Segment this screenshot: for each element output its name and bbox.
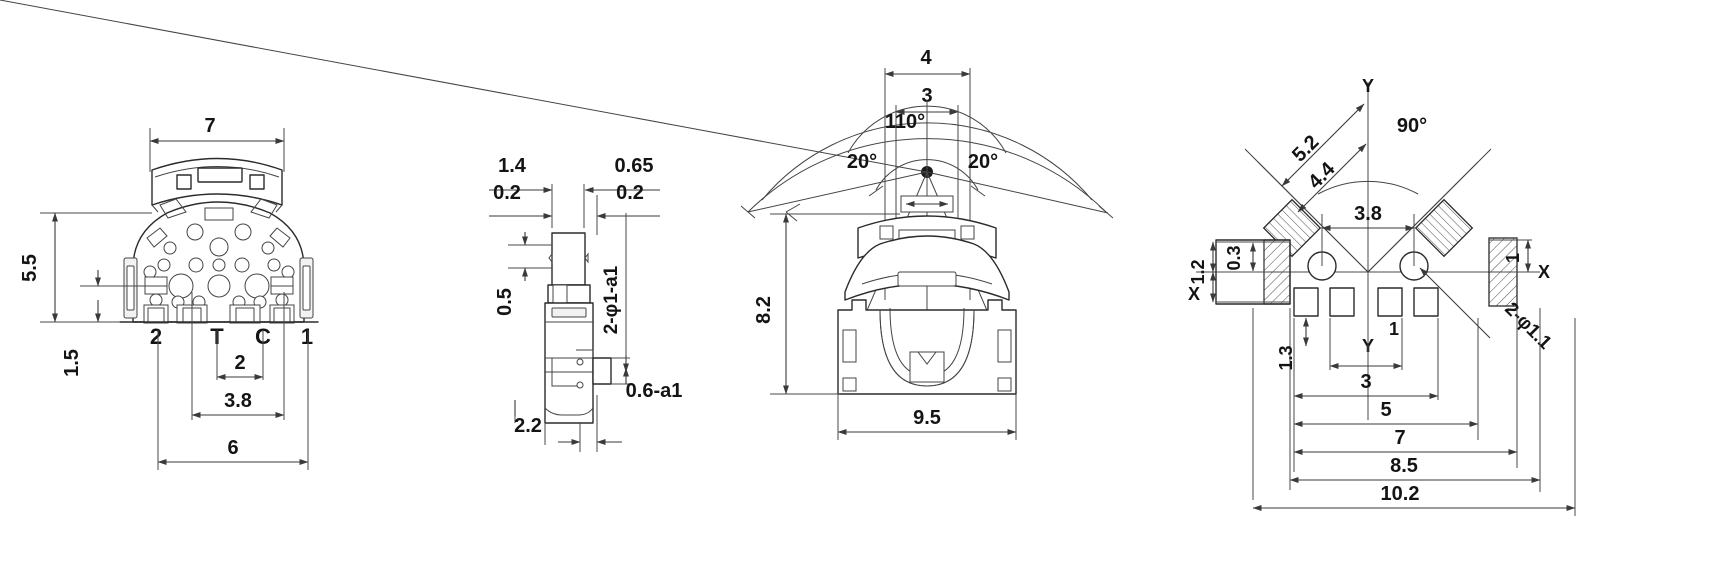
dim-label: 4 bbox=[920, 47, 932, 69]
dim-label: 2-φ1-a1 bbox=[601, 265, 622, 334]
dim-label: 8.2 bbox=[753, 296, 775, 324]
dim-label: 7 bbox=[1394, 427, 1405, 449]
pin-labels: 2 T C 1 bbox=[150, 324, 313, 349]
dimension-0.6-a1: 0.6-a1 bbox=[558, 380, 682, 452]
knob-cap bbox=[151, 157, 283, 213]
dim-label: 3.8 bbox=[224, 390, 252, 412]
dim-label: 1.5 bbox=[61, 349, 83, 377]
smt-pad-row bbox=[1293, 287, 1439, 317]
note-2-phi-1-a1: 2-φ1-a1 bbox=[601, 213, 630, 385]
dim-label-0.3: 0.3 bbox=[1224, 245, 1244, 270]
dim-label-1: 1 bbox=[1503, 253, 1523, 263]
dim-label-20-left: 20° bbox=[847, 151, 877, 173]
dimension-0.2-right: 0.2 bbox=[596, 182, 660, 219]
dimension-3.8-bottom: 3.8 bbox=[191, 390, 285, 418]
axis-label-X-right: X bbox=[1538, 262, 1550, 282]
dimension-5-bottom: 5 bbox=[1293, 399, 1479, 427]
dimension-0.2-left: 0.2 bbox=[489, 182, 553, 219]
dim-label: 1 bbox=[1389, 319, 1399, 339]
dim-label: 0.2 bbox=[616, 182, 644, 204]
dim-label: 7 bbox=[204, 115, 215, 137]
body-box bbox=[837, 299, 1017, 395]
pin-label-2: 2 bbox=[150, 324, 162, 349]
dimension-0.5: 0.5 bbox=[494, 232, 552, 316]
view-3-rotation: 4 3 110° 20° 20° bbox=[0, 0, 1114, 440]
dim-label: 1.3 bbox=[1276, 345, 1296, 370]
dimension-3.8-view4: 3.8 bbox=[1321, 203, 1415, 266]
dimension-8.2: 8.2 bbox=[753, 213, 900, 395]
dim-label: 1.4 bbox=[498, 155, 527, 177]
dimension-1.4: 1.4 bbox=[489, 155, 553, 193]
view-4-pcb-layout: Y Y X X 90° 5.2 4.4 bbox=[1188, 76, 1576, 516]
dim-label: 8.5 bbox=[1390, 455, 1418, 477]
right-side-block: 1 bbox=[1488, 237, 1532, 307]
dim-label-90: 90° bbox=[1397, 115, 1427, 137]
dimension-9.5: 9.5 bbox=[837, 394, 1017, 440]
dim-label: 5 bbox=[1380, 399, 1391, 421]
dimension-1-bottom: 1 bbox=[1329, 319, 1403, 369]
dim-label: 2-φ1.1 bbox=[1500, 299, 1555, 354]
dim-label: 3 bbox=[921, 85, 932, 107]
diamond-pad-right bbox=[1414, 198, 1474, 258]
dimension-5.5: 5.5 bbox=[19, 212, 152, 323]
dim-label: 5.2 bbox=[1288, 131, 1323, 166]
note-2-phi-1.1: 2-φ1.1 bbox=[1419, 267, 1556, 354]
dimension-3-bottom: 3 bbox=[1293, 371, 1439, 399]
dim-label: 2.2 bbox=[514, 415, 542, 437]
dim-label: 0.65 bbox=[615, 155, 654, 177]
dim-label: 9.5 bbox=[913, 407, 941, 429]
side-body bbox=[544, 232, 612, 424]
dimension-8.5-bottom: 8.5 bbox=[1289, 455, 1541, 483]
body-dome bbox=[119, 198, 319, 324]
dim-label: 0.6-a1 bbox=[626, 380, 683, 402]
dim-label: 3 bbox=[1360, 371, 1371, 393]
dimension-1.5: 1.5 bbox=[61, 270, 146, 377]
dimension-2-bottom: 2 bbox=[216, 352, 264, 380]
left-side-block: 1.2 0.3 bbox=[1188, 239, 1291, 305]
axis-label-Y-top: Y bbox=[1362, 76, 1374, 96]
dimension-2.2: 2.2 bbox=[514, 400, 598, 445]
dim-label: 10.2 bbox=[1381, 483, 1420, 505]
dimension-1.3: 1.3 bbox=[1276, 317, 1309, 371]
dimension-0.65: 0.65 bbox=[584, 155, 660, 193]
pin-label-1: 1 bbox=[301, 324, 313, 349]
dim-label: 4.4 bbox=[1304, 158, 1340, 194]
dimension-7-bottom: 7 bbox=[1293, 427, 1518, 455]
dim-label: 0.5 bbox=[494, 288, 516, 316]
axis-label-X-left: X bbox=[1188, 284, 1200, 304]
dim-label: 2 bbox=[234, 352, 245, 374]
dimension-7-top: 7 bbox=[149, 115, 285, 172]
view-2-side: 1.4 0.65 0.2 0.2 bbox=[489, 155, 682, 452]
dim-label-20-right: 20° bbox=[968, 151, 998, 173]
dim-label-110: 110° bbox=[885, 111, 925, 133]
view-1-front: 7 bbox=[19, 115, 319, 470]
dimension-6-bottom: 6 bbox=[157, 437, 309, 465]
dim-label: 0.2 bbox=[493, 182, 521, 204]
dim-label: 5.5 bbox=[19, 254, 41, 282]
dim-label: 3.8 bbox=[1354, 203, 1382, 225]
dim-label-1.2: 1.2 bbox=[1188, 259, 1208, 284]
dimension-10.2-bottom: 10.2 bbox=[1252, 318, 1576, 516]
dim-label: 6 bbox=[227, 437, 238, 459]
